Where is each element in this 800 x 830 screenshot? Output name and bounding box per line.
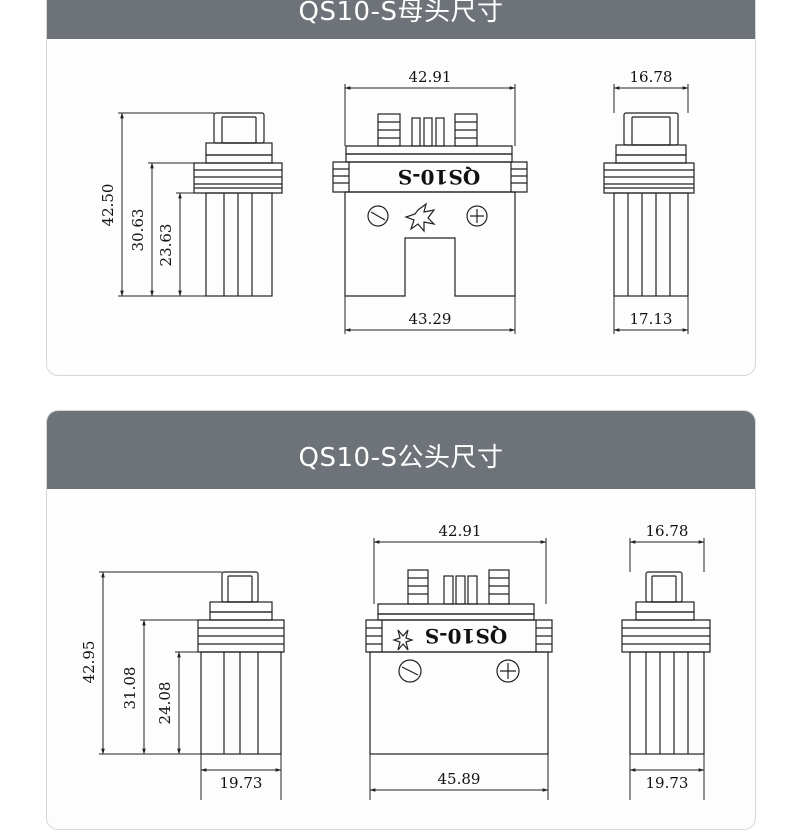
female-width-dims (344, 84, 516, 334)
female-total-height-label: 42.50 (99, 184, 117, 227)
female-top-width-label: 42.91 (409, 68, 452, 86)
male-total-height-label: 42.95 (80, 641, 98, 684)
female-card-body (47, 39, 755, 375)
female-bottom-width-label: 43.29 (409, 310, 452, 328)
male-body-height-label: 24.08 (156, 682, 174, 725)
male-mid-height-label: 31.08 (121, 667, 139, 710)
male-card-title: QS10-S公头尺寸 (298, 443, 504, 473)
female-logo-icon (404, 202, 436, 233)
female-front-view (332, 113, 528, 297)
female-side-top-width-label: 16.78 (630, 68, 673, 86)
female-card-header: QS10-S母头尺寸 (47, 0, 755, 39)
female-side-view-left (193, 112, 283, 297)
female-brand-label: QS10-S (398, 165, 480, 189)
female-side-bottom-width-label: 17.13 (630, 310, 673, 328)
male-side-bottom-width-label: 19.73 (646, 774, 689, 792)
female-body-height-label: 23.63 (157, 224, 175, 267)
male-drawing: 42.95 31.08 24.08 19.73 QS10-S 42.91 45.… (80, 522, 711, 800)
male-width-dims (369, 538, 549, 800)
female-mid-height-label: 30.63 (129, 209, 147, 252)
male-bottom-width-label: 45.89 (438, 770, 481, 788)
male-side-view-left (197, 571, 285, 755)
male-brand-label: QS10-S (425, 624, 507, 648)
male-left-bottom-width-label: 19.73 (220, 774, 263, 792)
female-card-title: QS10-S母头尺寸 (298, 0, 504, 27)
male-card-body (47, 489, 755, 829)
male-side-width-dims (629, 538, 705, 800)
female-drawing: 42.50 30.63 23.63 QS10-S 42.91 43.29 (99, 68, 695, 334)
male-side-view-right (621, 571, 711, 755)
female-height-dims (118, 112, 214, 297)
male-height-dims (99, 571, 282, 800)
male-side-top-width-label: 16.78 (646, 522, 689, 540)
female-side-view-right (603, 112, 695, 297)
female-side-width-dims (613, 84, 689, 334)
male-logo-icon (392, 629, 414, 651)
male-top-width-label: 42.91 (439, 522, 482, 540)
male-card-header: QS10-S公头尺寸 (47, 411, 755, 489)
male-front-view (365, 569, 553, 755)
